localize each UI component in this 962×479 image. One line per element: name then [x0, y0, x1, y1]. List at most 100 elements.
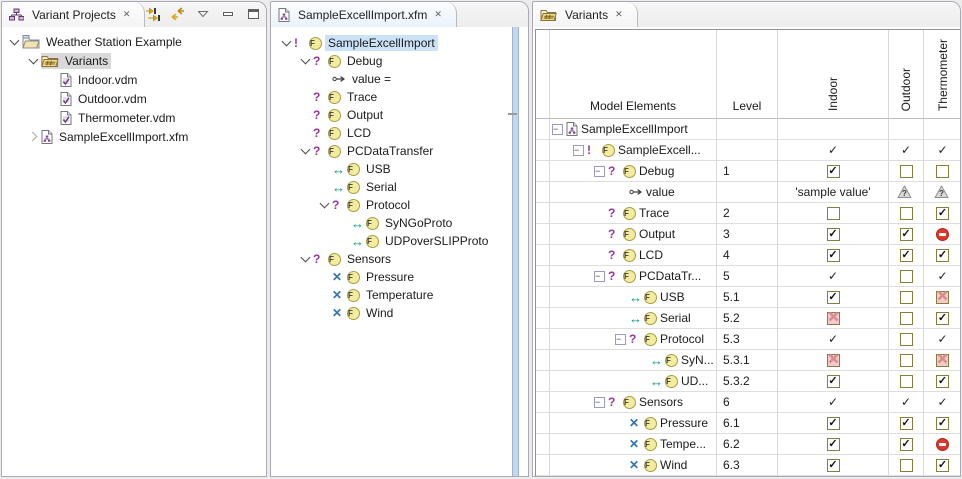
variant-cell-indoor[interactable]: [778, 371, 889, 392]
tree-item-weather-station-example[interactable]: Weather Station Example: [2, 32, 266, 51]
tab-sampleexcellimport-xfm[interactable]: SampleExcellImport.xfm ✕: [271, 2, 457, 27]
model-element-cell[interactable]: −SampleExcellImport: [550, 119, 717, 140]
variant-cell-thermometer[interactable]: ✓: [924, 392, 960, 413]
variant-cell-indoor[interactable]: [778, 224, 889, 245]
collapse-icon[interactable]: −: [594, 396, 605, 408]
table-row[interactable]: −SampleExcellImport: [536, 119, 960, 140]
variant-cell-thermometer[interactable]: [924, 203, 960, 224]
tree-item-sampleexcellimport-xfm[interactable]: SampleExcellImport.xfm: [2, 127, 266, 146]
variant-cell-outdoor[interactable]: [889, 434, 924, 455]
close-icon[interactable]: ✕: [122, 9, 131, 19]
variant-cell-outdoor[interactable]: [889, 203, 924, 224]
variant-cell-outdoor[interactable]: ?: [889, 182, 924, 203]
overview-ruler[interactable]: [512, 27, 519, 476]
variant-cell-indoor[interactable]: 'sample value': [778, 182, 889, 203]
variant-cell-indoor[interactable]: ✓: [778, 140, 889, 161]
variant-cell-indoor[interactable]: [778, 455, 889, 476]
collapse-icon[interactable]: −: [594, 165, 605, 177]
excluded-checkbox-icon[interactable]: [826, 311, 840, 325]
variant-cell-indoor[interactable]: [778, 308, 889, 329]
variant-cell-thermometer[interactable]: ✓: [924, 329, 960, 350]
checkbox-checked-icon[interactable]: [936, 374, 949, 388]
collapse-icon[interactable]: −: [552, 123, 563, 135]
variant-cell-thermometer[interactable]: [924, 287, 960, 308]
variant-cell-thermometer[interactable]: [924, 245, 960, 266]
variant-cell-thermometer[interactable]: [924, 224, 960, 245]
variant-cell-indoor[interactable]: [778, 287, 889, 308]
collapse-icon[interactable]: −: [573, 144, 584, 156]
expander-closed-icon[interactable]: [26, 131, 41, 142]
checkbox-unchecked-icon[interactable]: [899, 290, 913, 304]
variant-cell-indoor[interactable]: [778, 350, 889, 371]
expander-open-icon[interactable]: [298, 144, 313, 155]
variant-cell-thermometer[interactable]: [924, 161, 960, 182]
checkbox-checked-icon[interactable]: [936, 206, 949, 220]
variant-cell-outdoor[interactable]: [889, 266, 924, 287]
checkbox-unchecked-icon[interactable]: [899, 311, 913, 325]
excluded-checkbox-icon[interactable]: [826, 353, 840, 367]
column-header-indoor[interactable]: Indoor: [778, 30, 889, 119]
variant-cell-thermometer[interactable]: [924, 434, 960, 455]
variant-cell-thermometer[interactable]: ✓: [924, 266, 960, 287]
model-element-cell[interactable]: value: [550, 182, 717, 203]
feature-item-value-[interactable]: value =: [271, 70, 528, 88]
tree-item-thermometer-vdm[interactable]: Thermometer.vdm: [2, 108, 266, 127]
variant-cell-outdoor[interactable]: [889, 161, 924, 182]
variant-cell-indoor[interactable]: [778, 203, 889, 224]
variant-cell-indoor[interactable]: ✓: [778, 329, 889, 350]
checkbox-checked-icon[interactable]: [826, 437, 840, 451]
collapse-icon[interactable]: −: [594, 270, 605, 282]
variant-cell-outdoor[interactable]: [889, 329, 924, 350]
checkbox-checked-icon[interactable]: [936, 311, 949, 325]
checkbox-unchecked-icon[interactable]: [899, 164, 913, 178]
checkbox-checked-icon[interactable]: [826, 374, 840, 388]
variant-cell-outdoor[interactable]: [889, 455, 924, 476]
column-header-outdoor[interactable]: Outdoor: [889, 30, 924, 119]
expander-open-icon[interactable]: [279, 36, 294, 47]
variant-cell-outdoor[interactable]: [889, 413, 924, 434]
checkbox-unchecked-icon[interactable]: [899, 458, 913, 472]
checkbox-checked-icon[interactable]: [826, 290, 840, 304]
tab-variants[interactable]: Variants ✕: [533, 2, 638, 27]
checkbox-unchecked-icon[interactable]: [826, 206, 840, 220]
variant-cell-indoor[interactable]: [778, 161, 889, 182]
checkbox-checked-icon[interactable]: [826, 164, 840, 178]
excluded-checkbox-icon[interactable]: [936, 290, 949, 304]
variant-cell-indoor[interactable]: ✓: [778, 392, 889, 413]
variant-cell-thermometer[interactable]: [924, 350, 960, 371]
checkbox-unchecked-icon[interactable]: [936, 164, 949, 178]
close-icon[interactable]: ✕: [615, 9, 623, 19]
column-header-thermometer[interactable]: Thermometer: [924, 30, 960, 119]
checkbox-checked-icon[interactable]: [899, 248, 913, 262]
table-row[interactable]: value'sample value'??: [536, 182, 960, 203]
tab-variant-projects[interactable]: Variant Projects ✕: [2, 2, 146, 27]
expander-open-icon[interactable]: [298, 252, 313, 263]
